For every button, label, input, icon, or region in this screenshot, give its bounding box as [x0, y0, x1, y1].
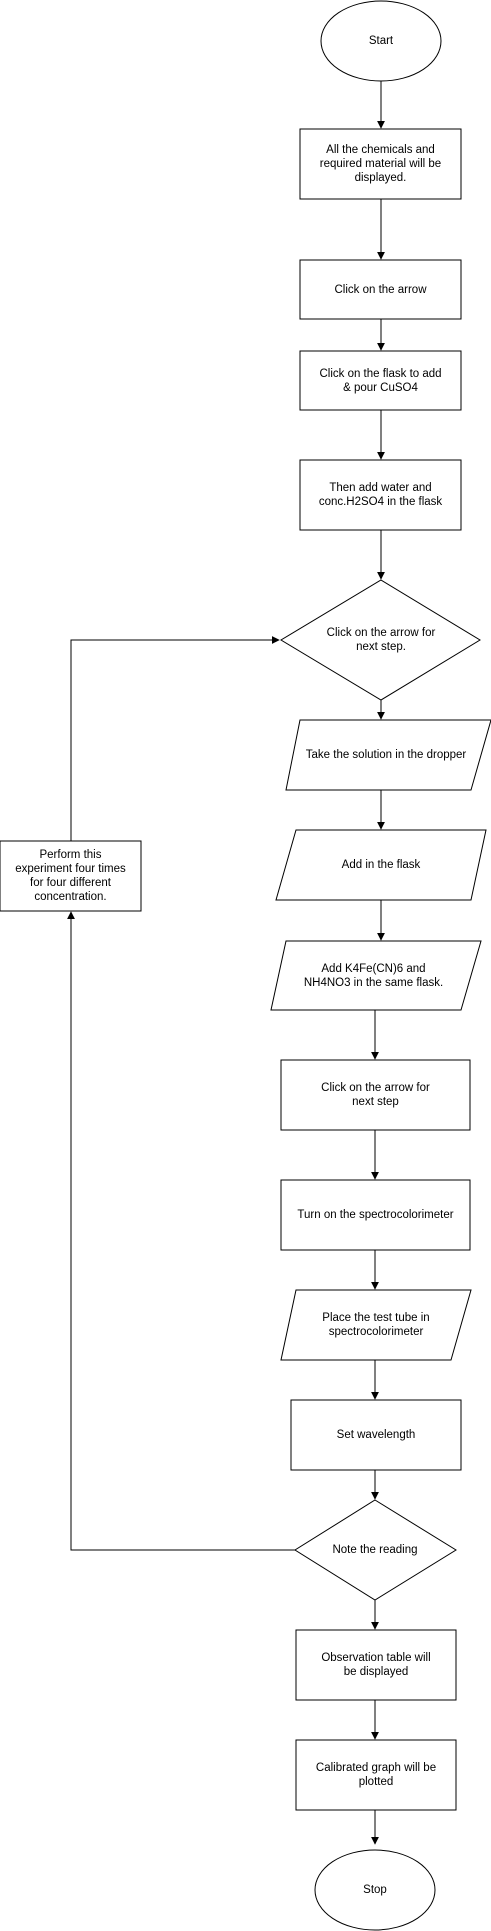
arrow-decision2-to-loop — [67, 911, 295, 1551]
stop-terminal — [314, 1849, 436, 1931]
process-turn-on-spectrocolorimeter — [280, 1179, 471, 1251]
start-terminal — [320, 0, 442, 82]
connectors — [67, 81, 385, 1845]
process-add-cuso4 — [299, 350, 462, 411]
process-display-materials — [299, 128, 462, 200]
decision-next-step — [280, 579, 481, 701]
io-take-solution — [285, 719, 491, 791]
process-calibrated-graph — [295, 1739, 457, 1811]
process-observation-table — [295, 1629, 457, 1701]
process-add-water-h2so4 — [299, 459, 462, 531]
process-click-arrow — [299, 259, 462, 320]
process-set-wavelength — [290, 1399, 462, 1471]
process-repeat-loop — [0, 840, 142, 912]
arrow-loop-to-decision1 — [70, 636, 280, 841]
io-add-in-flask — [275, 829, 487, 901]
process-click-arrow-next — [280, 1059, 471, 1131]
io-place-test-tube — [280, 1289, 472, 1361]
decision-note-reading — [294, 1499, 457, 1601]
io-add-k4fe-nh4no3 — [270, 940, 482, 1011]
